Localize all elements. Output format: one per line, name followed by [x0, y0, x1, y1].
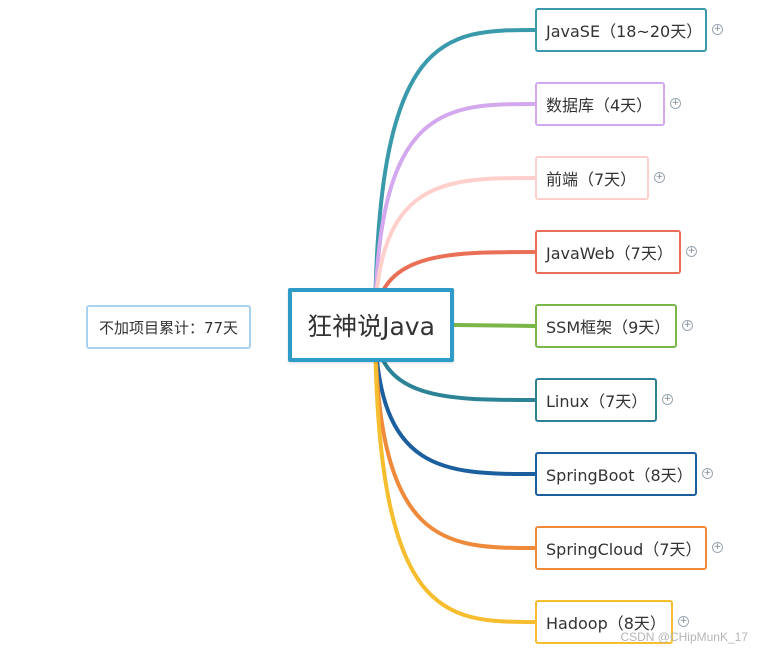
plus-circle-icon[interactable]: +	[654, 172, 665, 183]
branch-topic-1[interactable]: JavaSE（18~20天）	[535, 8, 707, 52]
branch-connector-9	[373, 323, 537, 624]
branch-topic-6[interactable]: Linux（7天）	[535, 378, 657, 422]
central-topic[interactable]: 狂神说Java	[288, 288, 454, 362]
branch-connector-3	[373, 176, 537, 327]
plus-circle-icon[interactable]: +	[670, 98, 681, 109]
plus-circle-icon[interactable]: +	[712, 24, 723, 35]
branch-connector-1	[373, 28, 537, 327]
plus-circle-icon[interactable]: +	[662, 394, 673, 405]
branch-topic-2[interactable]: 数据库（4天）	[535, 82, 665, 126]
branch-connector-2	[373, 102, 537, 327]
branch-connector-5	[453, 323, 537, 328]
branch-topic-label: 数据库（4天）	[546, 96, 653, 115]
csdn-watermark: CSDN @CHipMunK_17	[620, 630, 748, 644]
branch-topic-4[interactable]: JavaWeb（7天）	[535, 230, 681, 274]
branch-topic-label: SSM框架（9天）	[546, 318, 671, 337]
plus-circle-icon[interactable]: +	[712, 542, 723, 553]
plus-circle-icon[interactable]: +	[686, 246, 697, 257]
branch-topic-9[interactable]: Hadoop（8天）	[535, 600, 673, 644]
branch-topic-5[interactable]: SSM框架（9天）	[535, 304, 677, 348]
branch-topic-8[interactable]: SpringCloud（7天）	[535, 526, 707, 570]
branch-topic-label: SpringBoot（8天）	[546, 466, 693, 485]
branch-topic-label: JavaSE（18~20天）	[546, 22, 703, 41]
branch-topic-3[interactable]: 前端（7天）	[535, 156, 649, 200]
branch-topic-label: SpringCloud（7天）	[546, 540, 702, 559]
branch-topic-label: JavaWeb（7天）	[546, 244, 673, 263]
branch-topic-label: Hadoop（8天）	[546, 614, 666, 633]
branch-topic-7[interactable]: SpringBoot（8天）	[535, 452, 697, 496]
plus-circle-icon[interactable]: +	[682, 320, 693, 331]
total-days-note[interactable]: 不加项目累计：77天	[86, 305, 251, 349]
branch-connector-7	[373, 323, 537, 476]
plus-circle-icon[interactable]: +	[678, 616, 689, 627]
branch-topic-label: Linux（7天）	[546, 392, 648, 411]
branch-topic-label: 前端（7天）	[546, 170, 637, 189]
plus-circle-icon[interactable]: +	[702, 468, 713, 479]
